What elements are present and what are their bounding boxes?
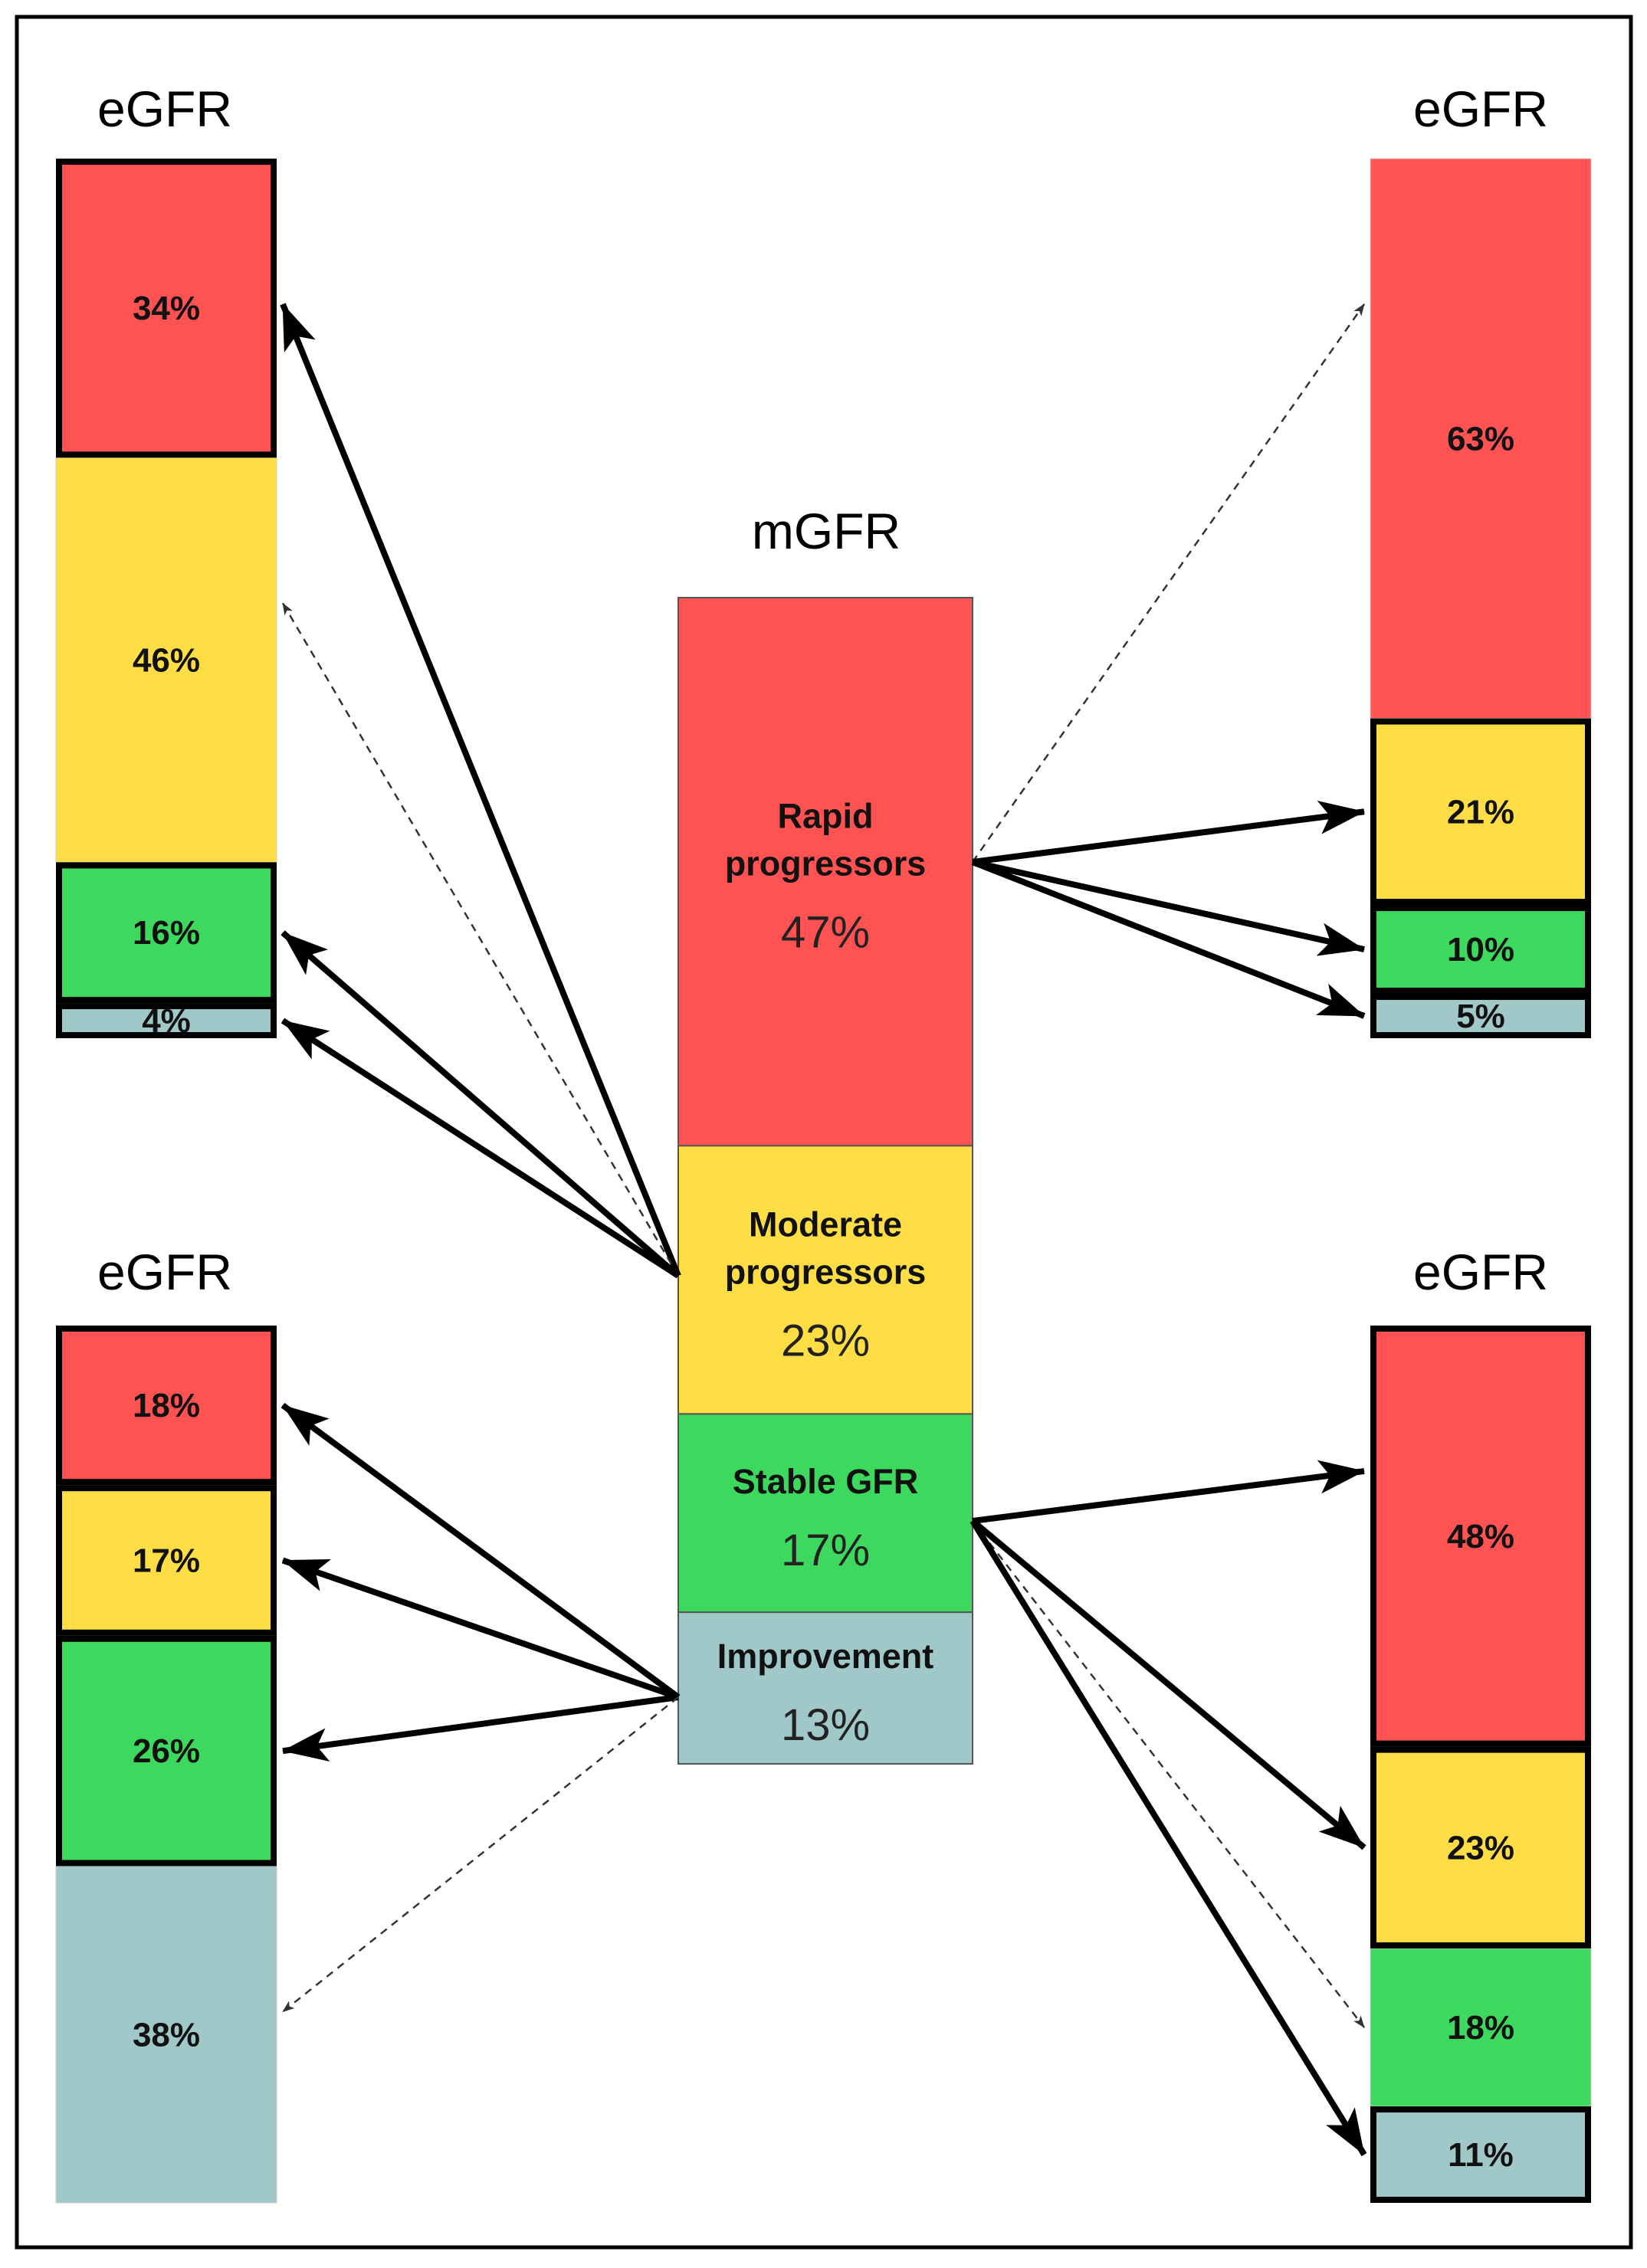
bottom-right-outline-rapid [1370,1326,1591,1747]
center-label-moderate-line2: progressors [725,1252,927,1291]
top-right-percent-rapid: 63% [1447,420,1514,457]
top-right-segment-rapid [1370,158,1592,719]
bottom-left-outline-rapid [56,1326,277,1486]
center-label-improvement-line1: Improvement [717,1637,934,1676]
arrow-moderate-to-top-left-rapid [280,303,681,1277]
bottom-right-segment-stable [1370,1948,1592,2107]
bottom-right-percent-rapid: 48% [1447,1518,1514,1555]
arrow-rapid-to-top-right-moderate [972,801,1365,865]
arrow-improvement-to-bottom-left-improvement [282,1696,679,2013]
bottom-right-percent-moderate: 23% [1447,1829,1514,1867]
top-right-outline-stable [1370,905,1591,995]
center-segment-improvement [678,1611,973,1765]
bars-layer [55,158,1592,2204]
bottom-left-percent-improvement: 38% [133,2016,200,2053]
center-segment-moderate [678,1145,973,1415]
arrow-stable-to-bottom-right-improvement [969,1519,1367,2157]
bottom-left-percent-rapid: 18% [133,1387,200,1424]
bottom-right-percent-improvement: 11% [1448,2136,1514,2174]
title-center: mGFR [752,503,901,559]
top-left-segment-moderate [55,457,277,863]
title-bottom-left: eGFR [97,1244,232,1300]
bottom-right-outline-improvement [1370,2106,1591,2204]
top-left-segment-rapid [56,159,277,458]
top-right-outline-moderate [1370,718,1591,906]
arrow-stable-to-bottom-right-stable [972,1520,1365,2028]
top-left-percent-rapid: 34% [133,290,200,327]
bottom-right-percent-stable: 18% [1447,2009,1514,2047]
arrow-stable-to-bottom-right-rapid [972,1460,1365,1524]
top-left-outline-improvement [56,1003,277,1038]
labels-layer: Rapid progressors 47% Moderate progressors 23… [133,290,1514,2174]
top-left-percent-stable: 16% [133,914,200,952]
top-right-segment-stable [1370,905,1591,995]
top-left-segment-stable [56,862,277,1004]
bottom-right-outline-moderate [1370,1746,1591,1948]
top-right-outline-improvement [1370,994,1591,1038]
outer-frame [15,15,1633,2250]
arrow-improvement-to-bottom-left-stable [282,1694,679,1762]
bottom-left-segment-rapid [56,1326,277,1486]
bottom-left-percent-stable: 26% [133,1732,200,1770]
center-segment-stable [678,1413,973,1614]
bottom-right-segment-improvement [1370,2106,1591,2203]
title-top-right: eGFR [1413,80,1548,137]
center-label-rapid-line1: Rapid [777,797,873,836]
bottom-right-segment-rapid [1370,1326,1591,1747]
bottom-left-segment-improvement [55,1866,277,2204]
arrow-moderate-to-top-left-moderate [281,602,680,1277]
top-right-percent-moderate: 21% [1447,793,1514,831]
top-right-segment-moderate [1370,718,1591,906]
bottom-left-segment-moderate [56,1485,277,1636]
arrows-layer [280,303,1367,2157]
top-right-segment-improvement [1370,994,1591,1038]
arrow-moderate-to-top-left-stable [281,930,681,1279]
arrow-rapid-to-top-right-improvement [971,859,1366,1019]
top-right-percent-stable: 10% [1447,931,1514,968]
bottom-left-percent-moderate: 17% [133,1542,200,1579]
arrow-moderate-to-top-left-improvement [281,1018,681,1279]
bottom-right-segment-moderate [1370,1746,1591,1948]
center-label-moderate-line1: Moderate [749,1204,902,1244]
top-left-percent-improvement: 4% [142,1002,191,1040]
center-label-rapid-line2: progressors [725,844,927,883]
title-top-left: eGFR [97,80,232,137]
arrow-rapid-to-top-right-stable [972,859,1365,956]
bottom-left-outline-stable [56,1635,277,1867]
center-percent-improvement: 13% [781,1700,870,1750]
center-percent-rapid: 47% [781,908,870,958]
top-left-outline-rapid [56,159,277,458]
title-bottom-right: eGFR [1413,1244,1548,1300]
top-left-outline-stable [56,862,277,1004]
center-percent-stable: 17% [781,1526,870,1575]
arrow-improvement-to-bottom-left-moderate [281,1557,680,1700]
center-label-stable-line1: Stable GFR [733,1462,919,1501]
bottom-left-segment-stable [56,1635,277,1867]
bottom-left-outline-moderate [56,1485,277,1636]
center-segment-rapid [678,597,973,1147]
arrow-rapid-to-top-right-rapid [971,303,1366,863]
top-left-percent-moderate: 46% [133,641,200,679]
top-right-percent-improvement: 5% [1456,998,1505,1035]
arrow-stable-to-bottom-right-moderate [970,1518,1366,1850]
arrow-improvement-to-bottom-left-rapid [281,1402,681,1700]
center-percent-moderate: 23% [781,1316,870,1365]
